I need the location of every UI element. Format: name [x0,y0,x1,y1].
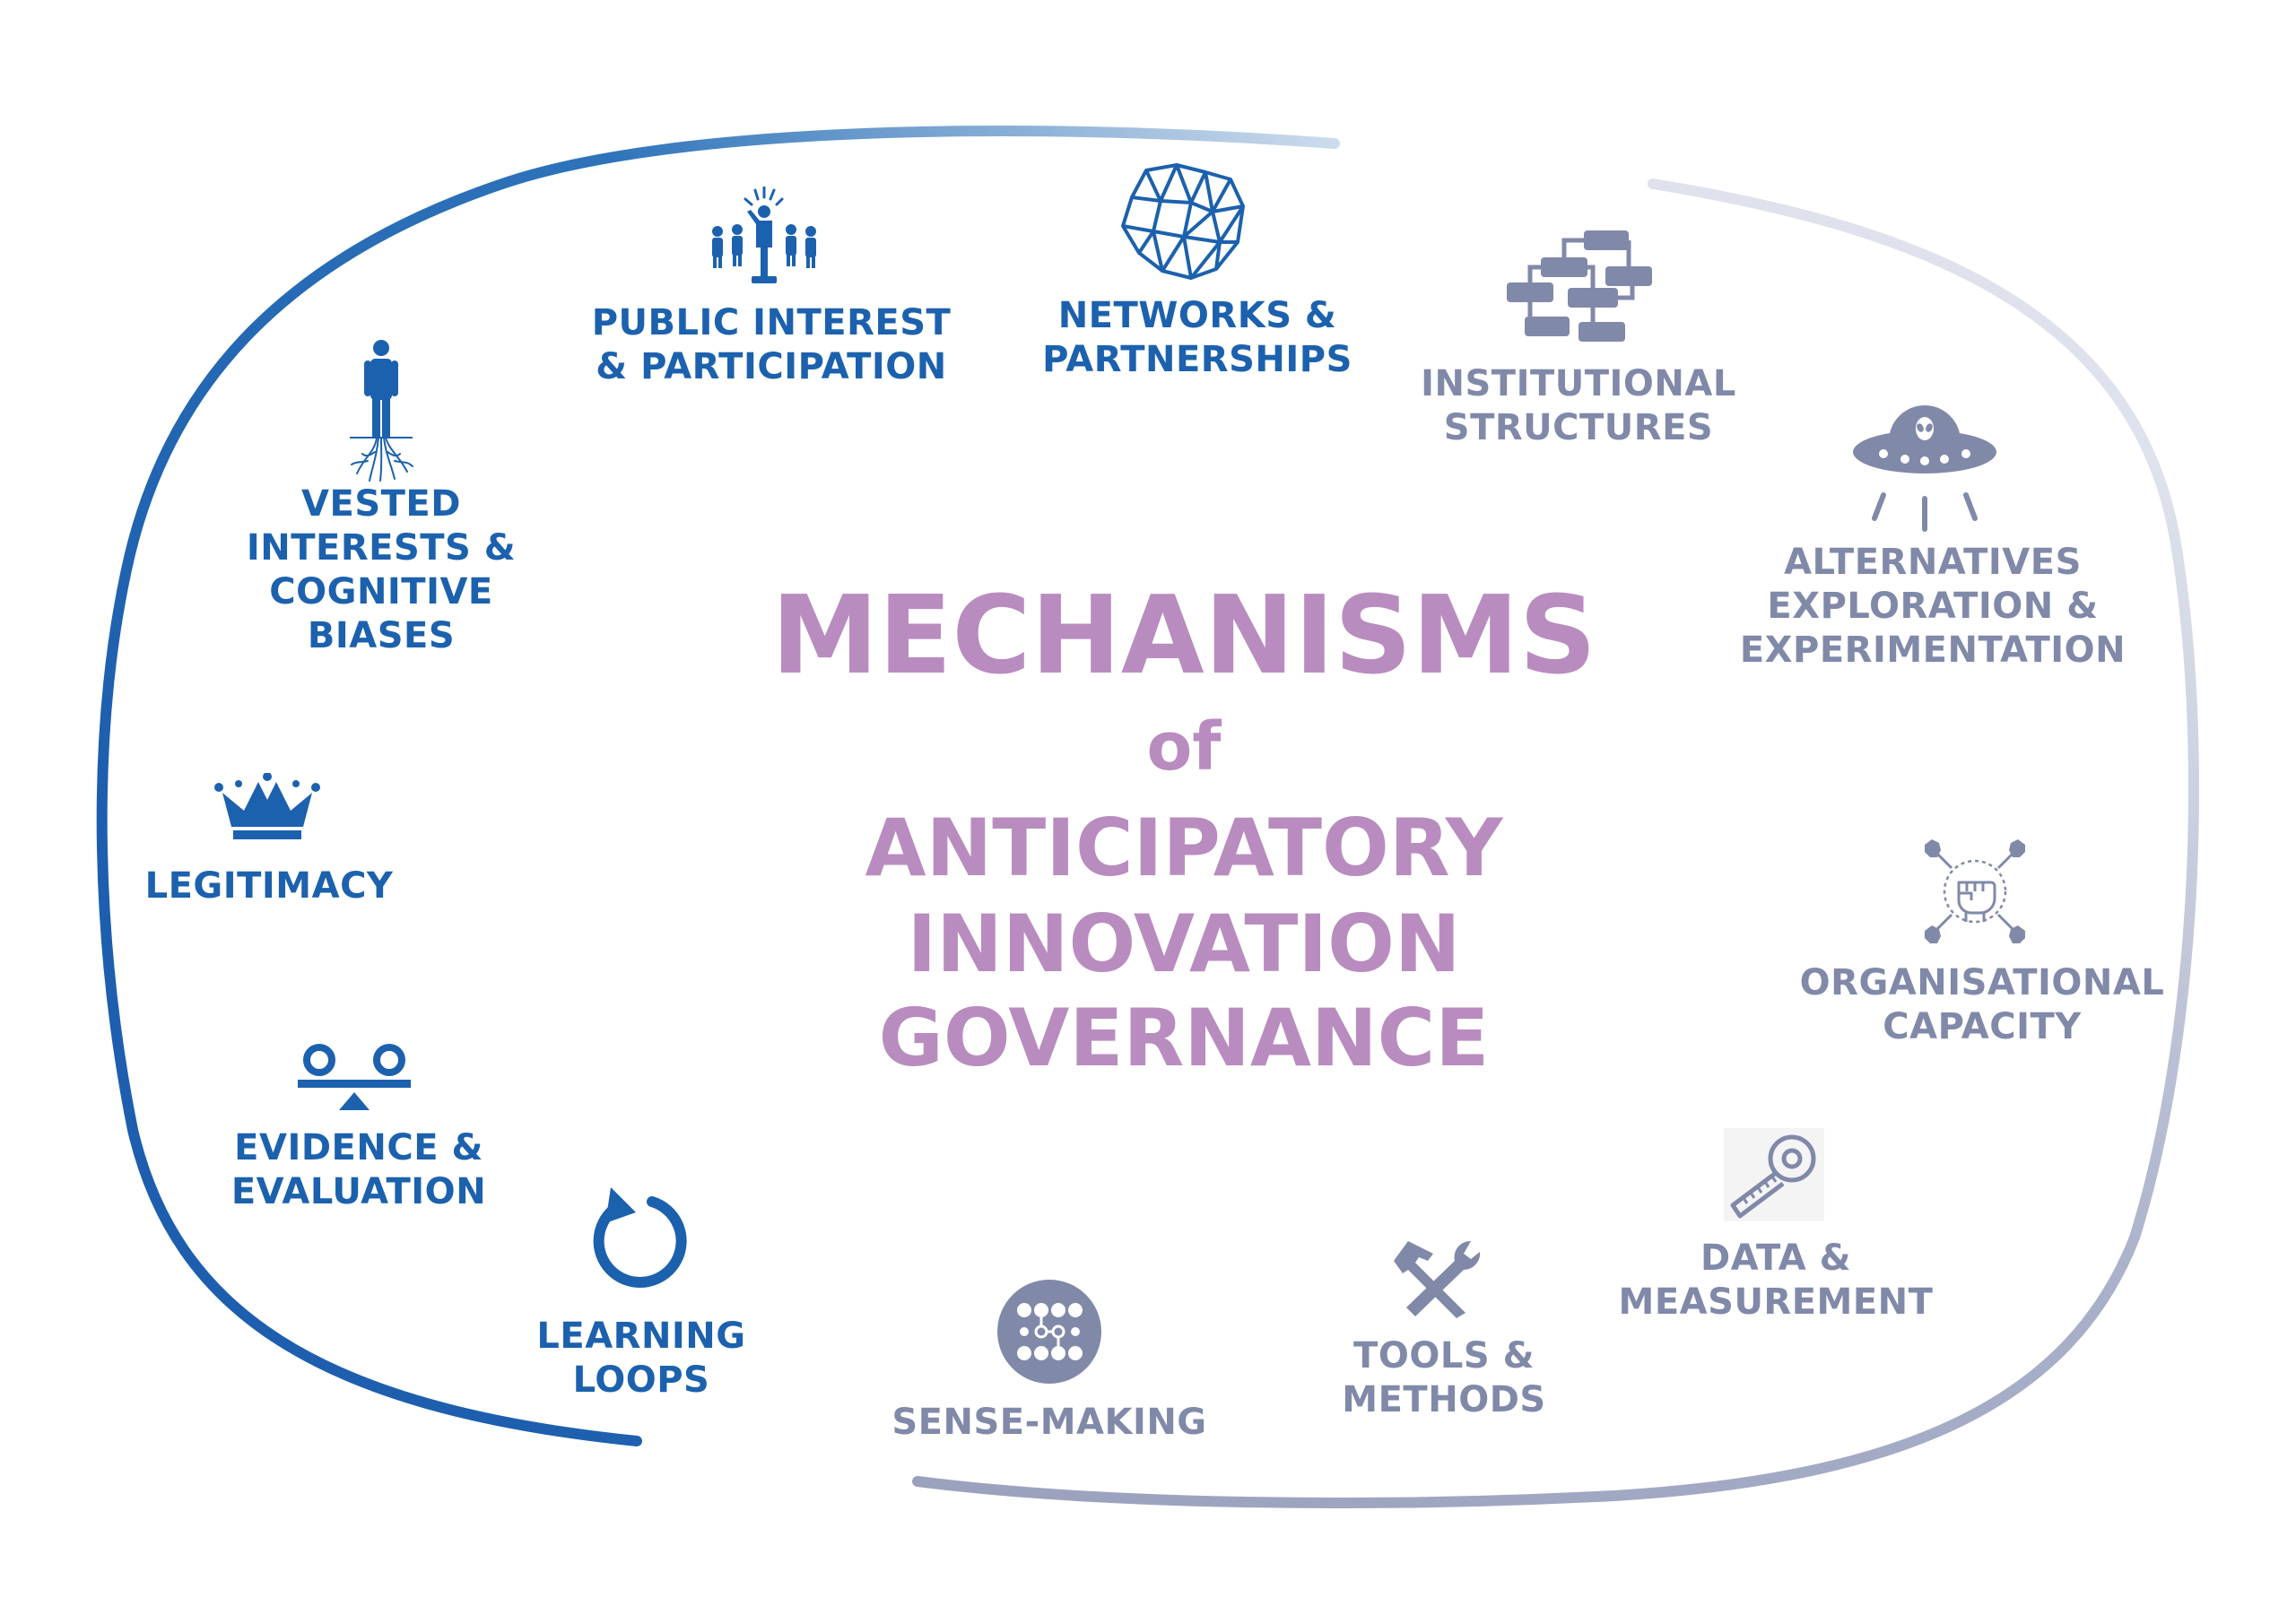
mechanism-evidence-evaluation: EVIDENCE & EVALUATION [230,1127,487,1212]
ufo-icon [1853,405,1996,532]
org-chart-icon [1507,230,1652,342]
mechanism-learning-loops: LEARNING LOOPS [536,1316,746,1401]
mechanism-alternatives-exploration-experimentation: ALTERNATIVES EXPLORATION & EXPERIMENTATI… [1739,542,2126,671]
loop-arrow-icon [593,1187,687,1288]
dots-circle-icon [997,1280,1101,1384]
title-line-anticipatory: ANTICIPATORY [865,802,1503,894]
tape-measure-icon [1724,1128,1824,1221]
tools-icon [1394,1240,1481,1318]
mechanism-organisational-capacity: ORGANISATIONAL CAPACITY [1799,962,2165,1047]
title-line-mechanisms: MECHANISMS [770,574,1597,699]
mechanism-tools-methods: TOOLS & METHODS [1342,1335,1546,1420]
mechanism-institutional-structures: INSTITUTIONAL STRUCTURES [1421,363,1736,448]
mechanism-legitimacy: LEGITIMACY [144,865,394,907]
crown-icon [214,773,320,839]
frame-stroke-right [912,178,2199,1508]
fist-hub-icon [1925,839,2025,943]
frame-stroke-left [96,126,1340,1446]
mechanism-networks-partnerships: NETWORKS & PARTNERSHIPS [1042,295,1352,380]
title-line-of: of [1146,708,1222,786]
rooted-person-icon [350,340,413,482]
mechanism-public-interest-participation: PUBLIC INTEREST & PARTICIPATION [591,302,952,387]
title-line-innovation: INNOVATION [907,898,1461,990]
mechanism-vested-interests-cognitive-biases: VESTED INTERESTS & COGNITIVE BIASES [246,483,517,656]
mechanism-sense-making: SENSE-MAKING [891,1402,1207,1443]
balance-icon [298,1044,411,1110]
crowd-icon [712,187,816,283]
title-line-governance: GOVERNANCE [878,992,1490,1084]
network-icon [1121,163,1245,280]
mechanism-data-measurement: DATA & MEASUREMENT [1618,1238,1934,1323]
